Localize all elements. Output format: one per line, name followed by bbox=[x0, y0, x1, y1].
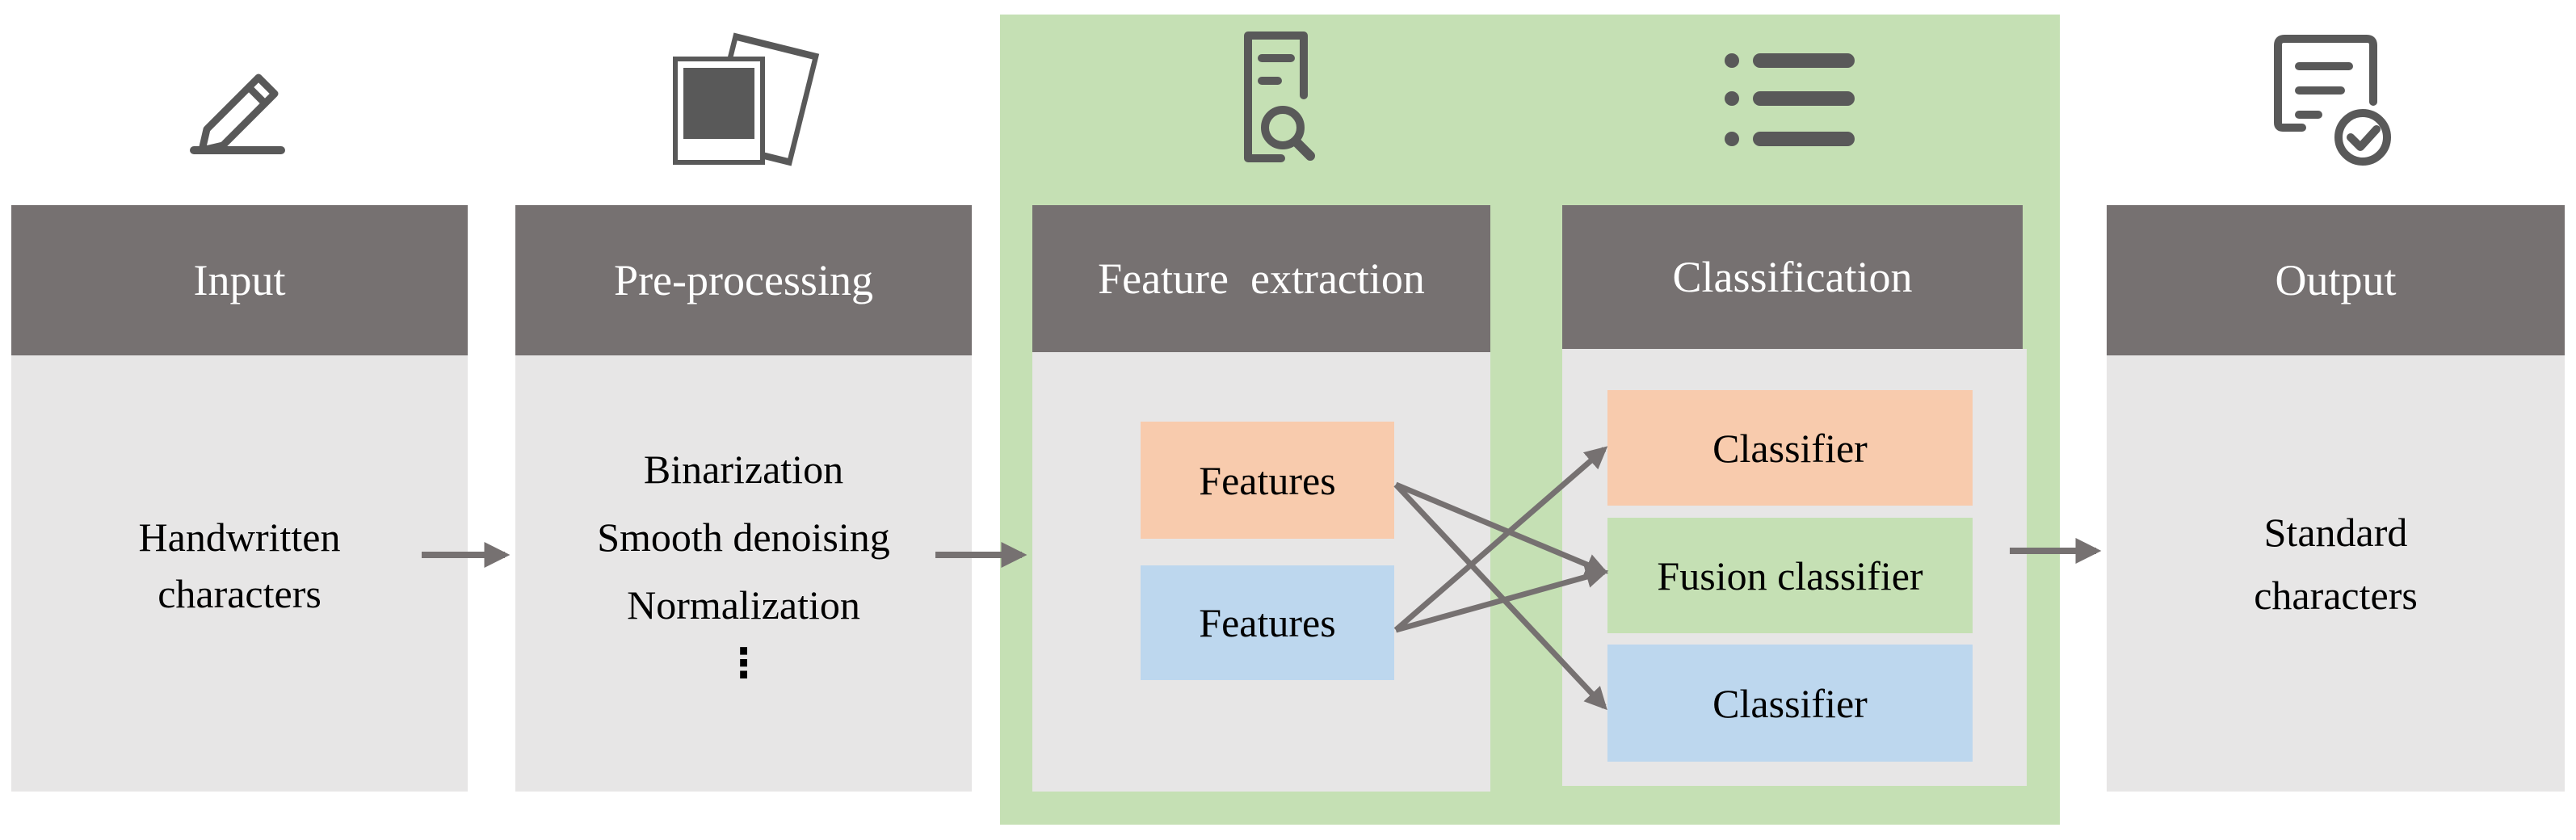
preprocessing-panel: Binarization Smooth denoising Normalizat… bbox=[515, 355, 972, 792]
output-panel: Standard characters bbox=[2107, 355, 2565, 792]
classification-header: Classification bbox=[1562, 205, 2023, 349]
input-header: Input bbox=[11, 205, 468, 355]
photos-icon bbox=[673, 32, 820, 166]
preprocessing-step-binarization: Binarization bbox=[643, 447, 844, 492]
arrow-orange-feature-to-blue-classifier bbox=[1393, 482, 1607, 711]
pencil-icon bbox=[190, 74, 285, 154]
output-header: Output bbox=[2107, 205, 2565, 355]
output-line-2: characters bbox=[2254, 572, 2418, 618]
classifier-box-orange: Classifier bbox=[1607, 390, 1973, 506]
preprocessing-step-normalization: Normalization bbox=[627, 582, 860, 628]
feature-box-orange: Features bbox=[1141, 422, 1394, 539]
classifier-box-blue: Classifier bbox=[1607, 645, 1973, 762]
input-line-1: Handwritten bbox=[138, 514, 341, 560]
document-search-icon bbox=[1244, 32, 1315, 162]
arrow-blue-feature-to-orange-classifier bbox=[1393, 446, 1608, 632]
list-icon bbox=[1725, 53, 1855, 146]
input-panel: Handwritten characters bbox=[11, 355, 468, 792]
document-check-icon bbox=[2274, 35, 2391, 166]
arrow-orange-feature-to-fusion bbox=[1394, 481, 1609, 576]
feature-extraction-header: Feature extraction bbox=[1032, 205, 1490, 352]
arrow-blue-feature-to-fusion bbox=[1395, 565, 1609, 633]
feature-box-blue: Features bbox=[1141, 565, 1394, 680]
preprocessing-header: Pre-processing bbox=[515, 205, 972, 355]
input-line-2: characters bbox=[158, 571, 321, 616]
fusion-classifier-box: Fusion classifier bbox=[1607, 518, 1973, 633]
preprocessing-ellipsis: ⋮ bbox=[723, 640, 764, 687]
preprocessing-step-smooth-denoising: Smooth denoising bbox=[597, 514, 890, 560]
output-line-1: Standard bbox=[2263, 509, 2408, 555]
